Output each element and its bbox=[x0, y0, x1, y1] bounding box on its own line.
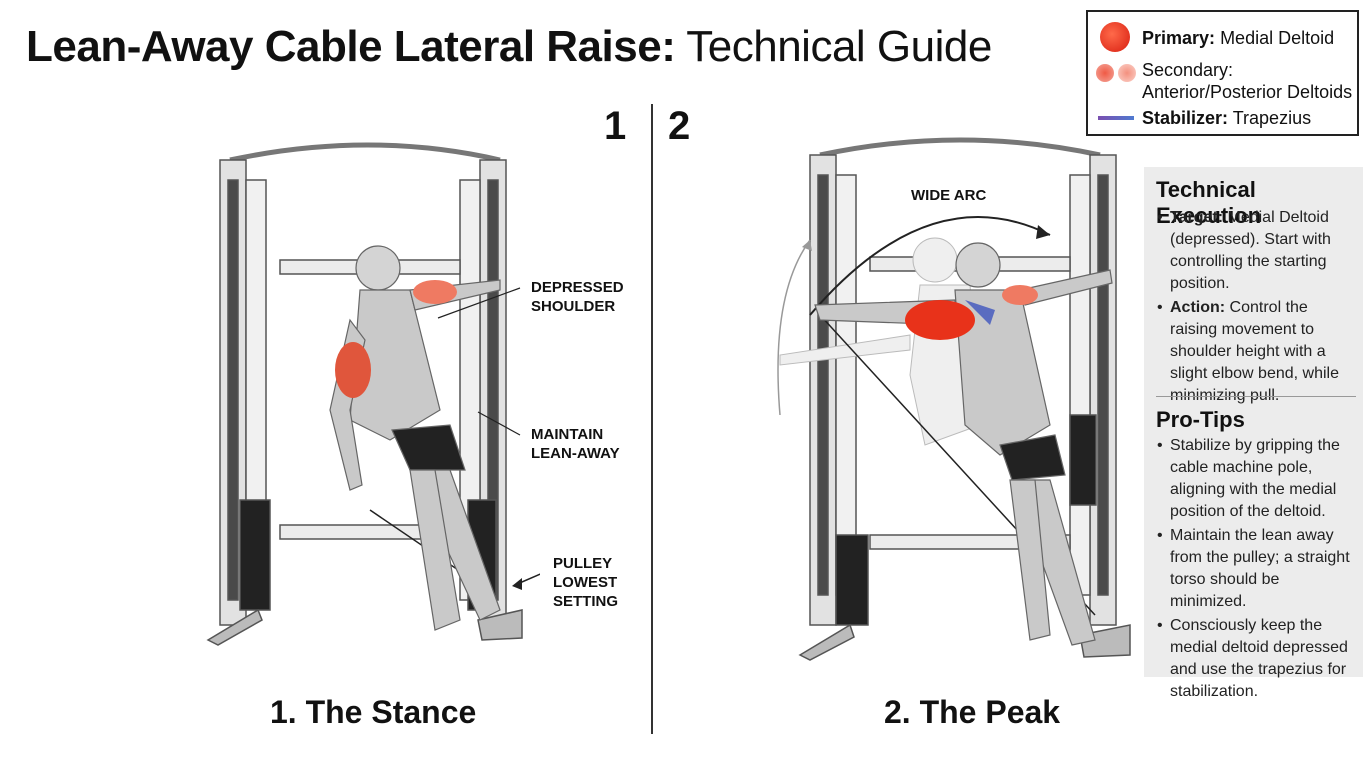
execution-list: Target: Medial Deltoid (depressed). Star… bbox=[1144, 207, 1359, 409]
annotation-wide-arc: WIDE ARC bbox=[911, 187, 987, 204]
cable-machine-frame-2 bbox=[798, 137, 1131, 661]
action-label: Action: bbox=[1170, 299, 1226, 316]
annotation-pulley-line-1: PULLEY bbox=[553, 555, 613, 572]
annotation-depressed-line-2: SHOULDER bbox=[531, 298, 616, 315]
legend-primary: Primary: Medial Deltoid bbox=[1142, 28, 1334, 49]
legend-primary-value: Medial Deltoid bbox=[1220, 28, 1335, 48]
tip-item: Consciously keep the medial deltoid depr… bbox=[1144, 615, 1359, 703]
target-label: Target: bbox=[1170, 209, 1224, 226]
annotation-pulley-line-3: SETTING bbox=[553, 593, 619, 610]
caption-peak: 2. The Peak bbox=[884, 694, 1061, 730]
legend-secondary-label: Secondary: bbox=[1142, 60, 1234, 80]
legend-secondary-value: Anterior/Posterior Deltoids bbox=[1142, 82, 1353, 102]
primary-muscle-dot bbox=[1100, 22, 1130, 52]
muscle-legend: Primary: Medial Deltoid Secondary: Anter… bbox=[1086, 10, 1359, 136]
athlete-figure bbox=[329, 245, 501, 631]
action-text: Control the raising movement to shoulder… bbox=[1170, 299, 1339, 404]
secondary-muscle-dot-2 bbox=[1118, 64, 1136, 82]
step-number-2: 2 bbox=[668, 104, 691, 148]
athlete-figure-2 bbox=[814, 242, 1113, 646]
annotation-depressed-line-1: DEPRESSED bbox=[531, 279, 624, 296]
page-title: Lean-Away Cable Lateral Raise: Technical… bbox=[26, 22, 992, 72]
peak-illustration bbox=[777, 137, 1131, 661]
annotation-maintain-line-1: MAINTAIN bbox=[531, 426, 604, 443]
step-number-1: 1 bbox=[604, 104, 627, 148]
legend-primary-label: Primary: bbox=[1142, 28, 1216, 48]
tip-item: Stabilize by gripping the cable machine … bbox=[1144, 435, 1359, 523]
section-divider bbox=[651, 104, 653, 734]
legend-stabilizer-label: Stabilizer: bbox=[1142, 108, 1229, 128]
title-bold: Lean-Away Cable Lateral Raise: bbox=[26, 22, 676, 71]
stance-illustration bbox=[206, 142, 540, 646]
title-rest: Technical Guide bbox=[675, 22, 992, 71]
tips-list: Stabilize by gripping the cable machine … bbox=[1144, 435, 1359, 705]
legend-stabilizer-value: Trapezius bbox=[1232, 108, 1312, 128]
caption-stance: 1. The Stance bbox=[270, 694, 477, 730]
annotation-pulley: PULLEY LOWEST SETTING bbox=[553, 554, 618, 611]
target-text: Medial Deltoid (depressed). Start with c… bbox=[1170, 209, 1331, 292]
annotation-depressed-shoulder: DEPRESSED SHOULDER bbox=[531, 278, 624, 316]
panel-separator bbox=[1156, 396, 1356, 397]
annotation-maintain-line-2: LEAN-AWAY bbox=[531, 445, 620, 462]
annotation-pulley-line-2: LOWEST bbox=[553, 574, 618, 591]
stabilizer-swatch bbox=[1098, 116, 1134, 120]
technical-panel: Technical Execution Target: Medial Delto… bbox=[1144, 167, 1363, 700]
secondary-muscle-dot-1 bbox=[1096, 64, 1114, 82]
legend-stabilizer: Stabilizer: Trapezius bbox=[1142, 108, 1311, 129]
execution-item-target: Target: Medial Deltoid (depressed). Star… bbox=[1144, 207, 1359, 295]
execution-item-action: Action: Control the raising movement to … bbox=[1144, 297, 1359, 407]
annotation-maintain-lean: MAINTAIN LEAN-AWAY bbox=[531, 425, 620, 463]
tip-item: Maintain the lean away from the pulley; … bbox=[1144, 525, 1359, 613]
tips-title: Pro-Tips bbox=[1156, 407, 1245, 432]
wide-arc-arrow bbox=[809, 216, 1051, 316]
